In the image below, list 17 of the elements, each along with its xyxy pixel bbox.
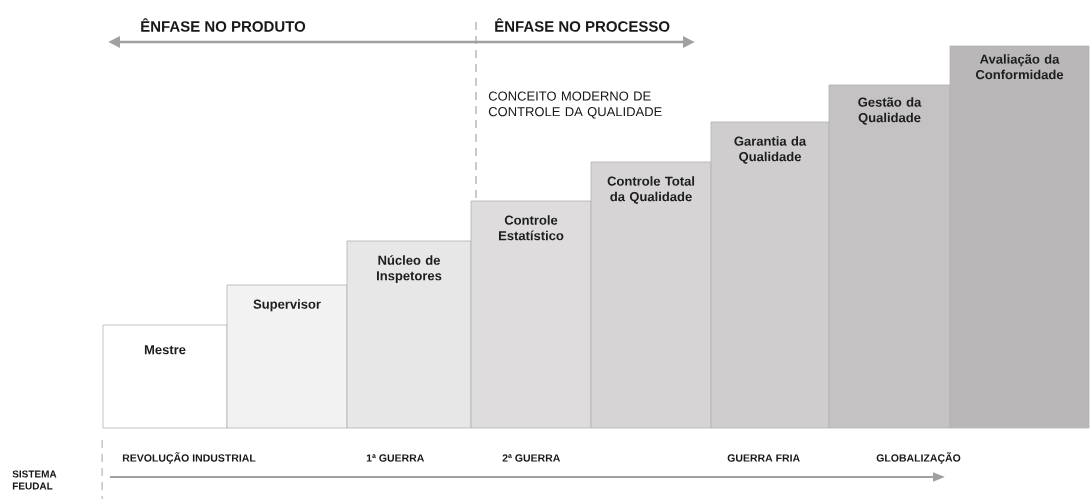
label-text: CONCEITO MODERNO DE CONTROLE DA QUALIDADE [488,91,662,119]
label-text: 1ª GUERRA [366,454,425,462]
step-bar: Núcleo de Inspetores [346,240,472,429]
label-text: REVOLUÇÃO INDUSTRIAL [122,452,256,464]
label-text: ÊNFASE NO PROCESSO [495,18,670,32]
step-bar: Mestre [102,324,228,429]
label-text: GUERRA FRIA [727,454,800,462]
step-bar: Avaliação da Conformidade [949,45,1090,429]
step-bar: Controle Estatístico [470,200,592,429]
step-bar: Garantia da Qualidade [710,121,830,429]
step-bar: Supervisor [226,284,348,429]
label-text: SISTEMA FEUDAL [12,470,57,490]
step-bar: Gestão da Qualidade [828,84,951,429]
label-text: ÊNFASE NO PRODUTO [141,18,306,32]
label-text: 2ª GUERRA [502,454,561,462]
label-text: GLOBALIZAÇÃO [876,452,961,464]
step-bar: Controle Total da Qualidade [590,161,712,429]
